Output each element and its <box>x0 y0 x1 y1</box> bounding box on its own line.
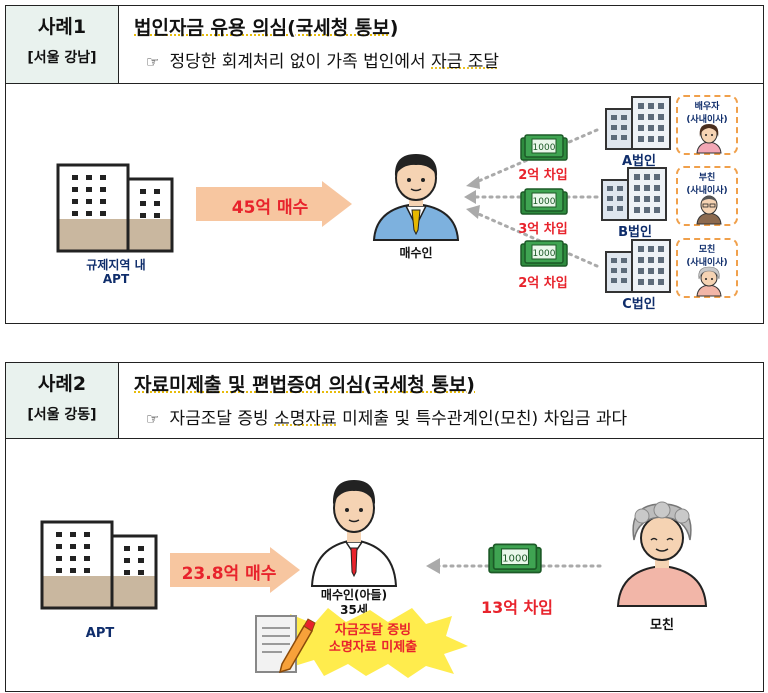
document-pencil-icon <box>255 615 316 674</box>
case-2-title: 자료미제출 및 편법증여 의심(국세청 통보) <box>134 374 475 396</box>
money-bundle-icon: 1000 <box>520 240 568 267</box>
case-1-region: [서울 강남] <box>27 50 97 66</box>
money-bundle-icon: 1000 <box>520 134 568 161</box>
case-1-subtitle-highlight: 자금 조달 <box>431 52 500 72</box>
case-1-buyer-label: 매수인 <box>399 246 433 260</box>
case-1-purchase-label: 45억 매수 <box>231 198 309 218</box>
old-woman-face-icon <box>616 501 708 607</box>
case-2-apt-label: APT <box>85 626 115 641</box>
relation-box-mother: 모친 (사내이사) <box>676 238 738 298</box>
svg-text:1000: 1000 <box>533 197 556 207</box>
loan-label-a: 2억 차입 <box>518 168 568 183</box>
case-1-number: 사례1 <box>37 16 87 38</box>
woman-face-icon <box>696 124 722 154</box>
case-2-loan-label: 13억 차입 <box>481 598 553 617</box>
case-2-badge: 사례2 [서울 강동] <box>6 363 119 438</box>
case-2-mother-label: 모친 <box>650 618 674 633</box>
case-2-header: 사례2 [서울 강동] 자료미제출 및 편법증여 의심(국세청 통보) ☞자금조… <box>6 363 763 439</box>
loan-label-c: 2억 차입 <box>518 276 568 291</box>
svg-text:1000: 1000 <box>533 249 556 259</box>
pointing-hand-icon: ☞ <box>146 410 160 428</box>
case-2-buyer-label: 매수인(아들) 35세 <box>320 588 388 617</box>
corp-label-c: C법인 <box>622 297 656 312</box>
case-2-subtitle-highlight: 소명자료 <box>274 409 337 429</box>
case-1-title: 법인자금 유용 의심(국세청 통보) <box>134 17 399 39</box>
case-1-apt-label: 규제지역 내 APT <box>86 258 146 286</box>
case-2-purchase-label: 23.8억 매수 <box>181 564 277 584</box>
case-2-note: 자금조달 증빙 소명자료 미제출 <box>328 623 418 655</box>
relation-box-spouse: 배우자 (사내이사) <box>676 95 738 155</box>
old-man-face-icon <box>696 195 722 225</box>
businessman-icon <box>372 154 460 241</box>
corp-label-b: B법인 <box>618 225 652 240</box>
loan-label-b: 3억 차입 <box>518 222 568 237</box>
old-woman-face-icon <box>696 266 722 297</box>
case-2-region: [서울 강동] <box>27 407 97 423</box>
corp-label-a: A법인 <box>622 154 656 169</box>
pointing-hand-icon: ☞ <box>146 53 160 71</box>
office-building-icon <box>605 96 671 150</box>
money-bundle-icon: 1000 <box>488 543 542 574</box>
case-2-number: 사례2 <box>37 373 87 395</box>
apartment-building-icon <box>40 520 158 610</box>
money-bundle-icon: 1000 <box>520 188 568 215</box>
case-1-header: 사례1 [서울 강남] 법인자금 유용 의심(국세청 통보) ☞정당한 회계처리… <box>6 6 763 84</box>
purchase-arrow <box>196 181 352 227</box>
burst-star-icon <box>272 608 468 678</box>
svg-text:1000: 1000 <box>533 143 556 153</box>
purchase-arrow <box>170 547 300 593</box>
relation-box-father: 부친 (사내이사) <box>676 166 738 226</box>
case-1-badge: 사례1 [서울 강남] <box>6 6 119 83</box>
case-2-subtitle: ☞자금조달 증빙 소명자료 미제출 및 특수관계인(모친) 차입금 과다 <box>146 409 628 429</box>
case-1-panel: 사례1 [서울 강남] 법인자금 유용 의심(국세청 통보) ☞정당한 회계처리… <box>5 5 764 324</box>
case-1-subtitle: ☞정당한 회계처리 없이 가족 법인에서 자금 조달 <box>146 52 500 72</box>
svg-text:1000: 1000 <box>502 553 528 564</box>
office-building-icon <box>605 239 671 293</box>
businessman-icon <box>310 480 398 587</box>
office-building-icon <box>601 167 667 221</box>
apartment-building-icon <box>56 163 174 253</box>
